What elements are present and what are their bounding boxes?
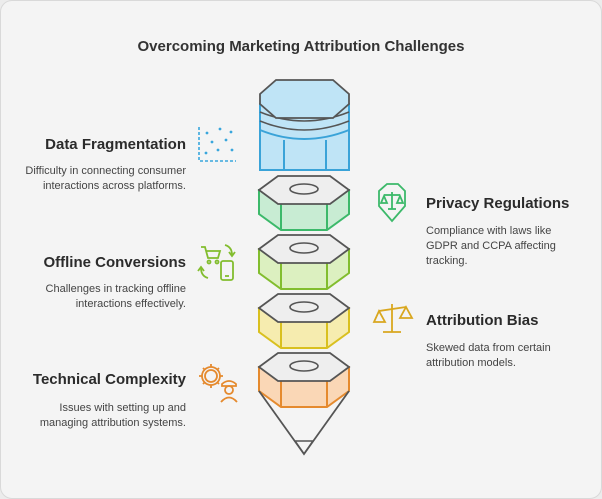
desc-data-fragmentation: Difficulty in connecting consumer intera… xyxy=(25,165,186,192)
gear-worker-icon xyxy=(199,364,238,403)
desc-privacy-regulations: Compliance with laws like GDPR and CCPA … xyxy=(426,225,556,267)
scatter-plot-icon xyxy=(198,127,236,162)
nut-bias xyxy=(257,293,351,349)
nut-offline xyxy=(257,234,351,290)
heading-attribution-bias: Attribution Bias xyxy=(426,312,539,329)
desc-technical-complexity: Issues with setting up and managing attr… xyxy=(39,402,186,429)
data-cylinder-shape xyxy=(259,79,350,171)
desc-attribution-bias: Skewed data from certain attribution mod… xyxy=(426,342,551,369)
balance-scale-icon xyxy=(372,304,414,333)
diagram-title: Overcoming Marketing Attribution Challen… xyxy=(137,38,465,55)
privacy-scale-shield-icon xyxy=(378,183,406,223)
desc-offline-conversions: Challenges in tracking offline interacti… xyxy=(45,283,186,310)
heading-offline-conversions: Offline Conversions xyxy=(43,254,186,271)
nut-technical xyxy=(257,352,351,456)
heading-privacy-regulations: Privacy Regulations xyxy=(426,195,570,212)
nut-privacy xyxy=(257,175,351,231)
cart-phone-sync-icon xyxy=(197,244,236,281)
heading-data-fragmentation: Data Fragmentation xyxy=(45,136,186,153)
heading-technical-complexity: Technical Complexity xyxy=(32,371,186,388)
